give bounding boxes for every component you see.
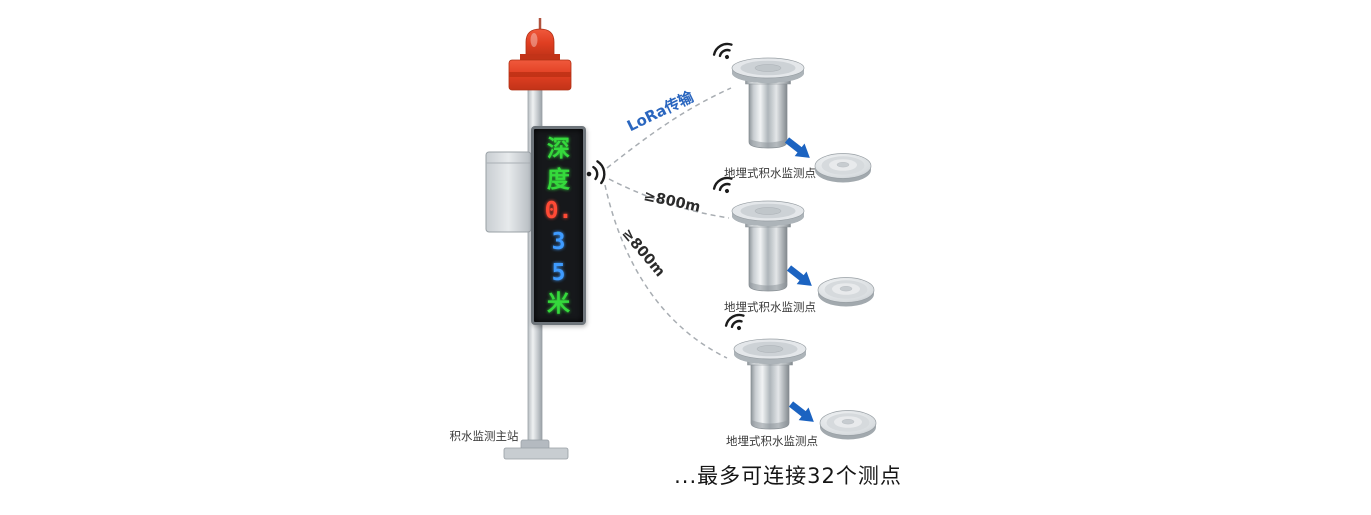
buried-sensor — [731, 57, 805, 149]
led-display-line: 深 — [547, 136, 570, 162]
link-curve-middle — [608, 178, 730, 219]
sensor-group-3 — [722, 310, 877, 440]
blue-arrow-icon — [784, 261, 817, 293]
led-display-line: 度 — [547, 167, 570, 193]
sensor-label-1: 地埋式积水监测点 — [724, 166, 816, 180]
alarm-beacon-light — [508, 18, 572, 91]
wifi-icon — [710, 39, 738, 65]
led-display-line: 5 — [551, 260, 566, 286]
pole-base-plate — [503, 447, 569, 460]
led-display-line: 0. — [544, 198, 573, 224]
buried-sensor — [733, 338, 807, 430]
control-box — [485, 151, 532, 233]
sensor-group-2 — [710, 173, 875, 307]
buried-sensor — [731, 200, 805, 292]
blue-arrow-icon — [786, 397, 819, 429]
master-station-label: 积水监测主站 — [449, 429, 519, 443]
led-display-line: 米 — [547, 291, 570, 317]
sensor-group-1 — [710, 39, 872, 183]
wifi-icon — [722, 310, 750, 336]
footnote-text: ...最多可连接32个测点 — [674, 464, 902, 488]
link-curve-top — [606, 87, 732, 169]
led-display: 深 度 0. 3 5 米 — [531, 126, 586, 325]
sensor-label-3: 地埋式积水监测点 — [726, 434, 818, 448]
lora-link-curves — [604, 87, 732, 359]
disc-sensor — [814, 153, 872, 183]
sensor-label-2: 地埋式积水监测点 — [724, 300, 816, 314]
disc-sensor — [819, 410, 877, 440]
link-curve-bottom — [604, 184, 728, 359]
radio-signal-icon — [586, 160, 606, 185]
disc-sensor — [817, 277, 875, 307]
led-display-line: 3 — [551, 229, 566, 255]
